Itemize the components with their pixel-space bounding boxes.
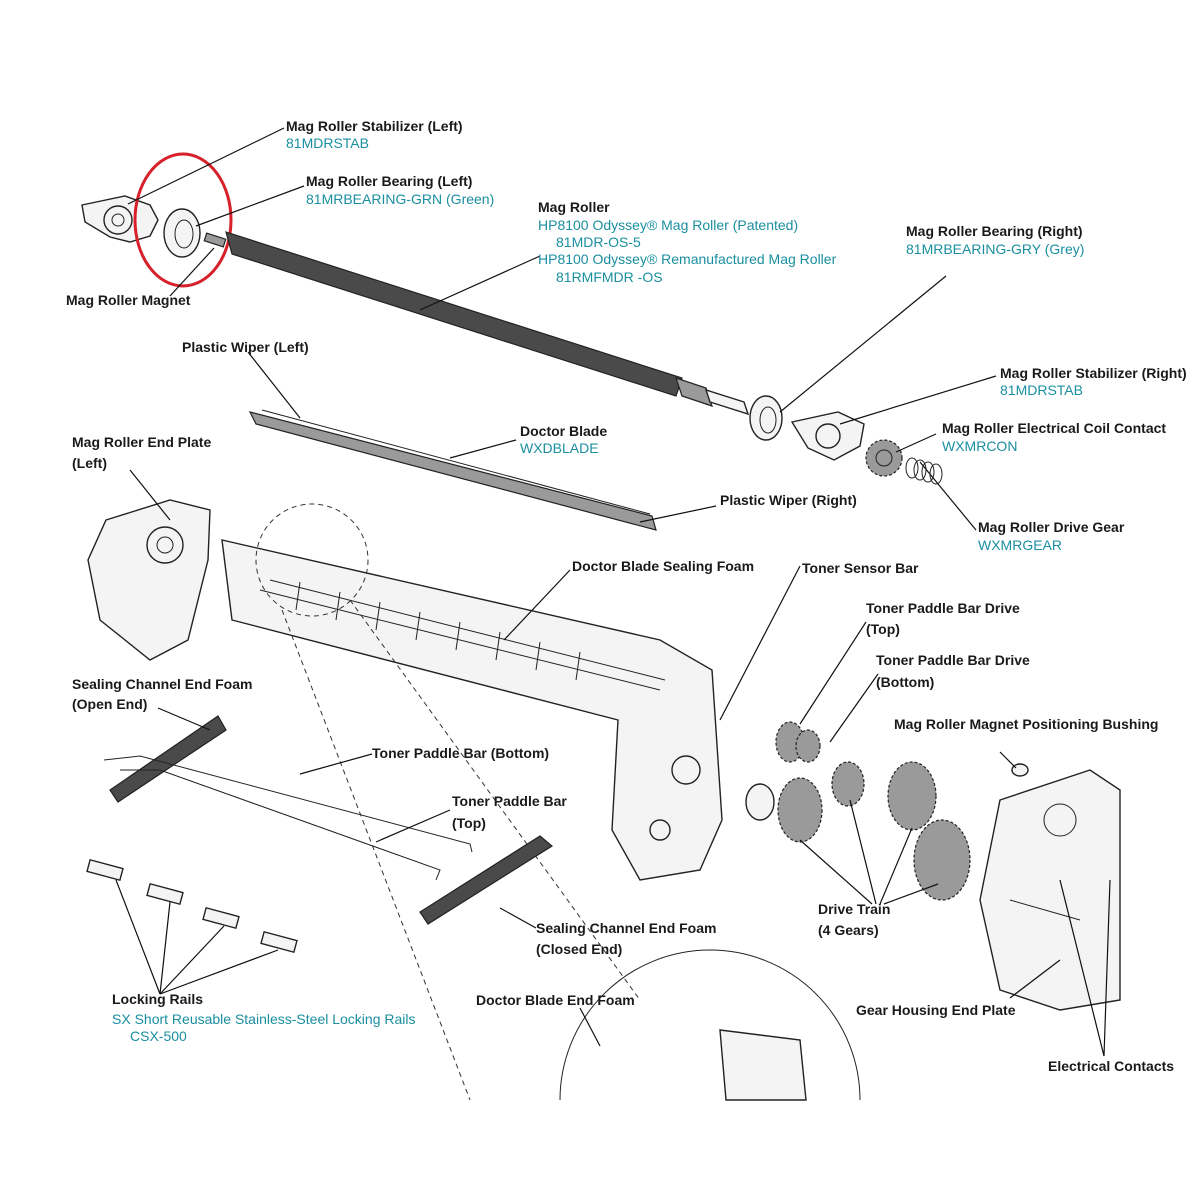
label-stabilizer-right: Mag Roller Stabilizer (Right) (1000, 365, 1187, 381)
sealing-channel-foam-open (109, 715, 227, 803)
leader-lines (115, 127, 1111, 1057)
locking-rails (86, 858, 298, 954)
label-end-plate-left-2: (Left) (72, 455, 107, 471)
pn-stabilizer-right: 81MDRSTAB (1000, 382, 1083, 398)
label-drive-gear: Mag Roller Drive Gear (978, 519, 1125, 535)
label-mag-roller: Mag Roller (538, 199, 610, 215)
label-toner-sensor: Toner Sensor Bar (802, 560, 919, 576)
end-foam-block (719, 1029, 807, 1101)
pn-drive-gear: WXMRGEAR (978, 537, 1062, 553)
label-channel-closed-1: Sealing Channel End Foam (536, 920, 716, 936)
doctor-blade (248, 409, 657, 531)
label-bearing-left: Mag Roller Bearing (Left) (306, 173, 472, 189)
mag-roller-end-plate-left (87, 499, 211, 661)
mag-roller-stabilizer-left (81, 195, 159, 243)
label-drive-train-1: Drive Train (818, 901, 890, 917)
gear-housing-end-plate (979, 769, 1121, 1011)
label-doctor-end-foam: Doctor Blade End Foam (476, 992, 635, 1008)
label-end-plate-left-1: Mag Roller End Plate (72, 434, 211, 450)
pn-mag-roller-2: HP8100 Odyssey® Remanufactured Mag Rolle… (538, 251, 837, 267)
part-labels: Mag Roller Stabilizer (Left) 81MDRSTAB M… (66, 118, 1187, 1074)
highlight-circle (133, 152, 233, 288)
mag-roller-stabilizer-right (790, 411, 865, 461)
label-gear-housing: Gear Housing End Plate (856, 1002, 1016, 1018)
label-positioning-bushing: Mag Roller Magnet Positioning Bushing (894, 716, 1158, 732)
label-wiper-left: Plastic Wiper (Left) (182, 339, 309, 355)
label-sealing-foam: Doctor Blade Sealing Foam (572, 558, 754, 574)
label-locking-rails: Locking Rails (112, 991, 203, 1007)
pn-mag-roller-1: HP8100 Odyssey® Mag Roller (Patented) (538, 217, 798, 233)
label-paddle-drive-bot-1: Toner Paddle Bar Drive (876, 652, 1030, 668)
sealing-channel-foam-closed (419, 835, 554, 925)
mag-roller-bearing-right (749, 395, 783, 441)
label-magnet: Mag Roller Magnet (66, 292, 191, 308)
pn-mag-roller-2b: 81RMFMDR -OS (556, 269, 663, 285)
label-paddle-top-1: Toner Paddle Bar (452, 793, 567, 809)
toner-paddle-bars (103, 755, 473, 881)
pn-coil-contact: WXMRCON (942, 438, 1017, 454)
pn-locking-rails-2: CSX-500 (130, 1028, 187, 1044)
pn-locking-rails: SX Short Reusable Stainless-Steel Lockin… (112, 1011, 416, 1027)
toner-paddle-drive-gears (775, 721, 821, 763)
drive-train-gears (745, 761, 971, 901)
label-doctor-blade: Doctor Blade (520, 423, 607, 439)
label-channel-closed-2: (Closed End) (536, 941, 622, 957)
label-drive-train-2: (4 Gears) (818, 922, 879, 938)
pn-bearing-right: 81MRBEARING-GRY (Grey) (906, 241, 1084, 257)
label-paddle-drive-top-1: Toner Paddle Bar Drive (866, 600, 1020, 616)
label-electrical-contacts: Electrical Contacts (1048, 1058, 1174, 1074)
positioning-bushing (1011, 763, 1029, 777)
label-paddle-bottom: Toner Paddle Bar (Bottom) (372, 745, 549, 761)
label-coil-contact: Mag Roller Electrical Coil Contact (942, 420, 1166, 436)
pn-doctor-blade: WXDBLADE (520, 440, 599, 456)
label-paddle-drive-bot-2: (Bottom) (876, 674, 934, 690)
mag-roller-bearing-left (163, 208, 201, 258)
label-channel-open-2: (Open End) (72, 696, 147, 712)
mag-roller-drive-gear (865, 439, 903, 477)
label-stabilizer-left: Mag Roller Stabilizer (Left) (286, 118, 463, 134)
label-wiper-right: Plastic Wiper (Right) (720, 492, 857, 508)
label-bearing-right: Mag Roller Bearing (Right) (906, 223, 1083, 239)
pn-bearing-left: 81MRBEARING-GRN (Green) (306, 191, 494, 207)
mag-roller (203, 231, 750, 416)
pn-mag-roller-1b: 81MDR-OS-5 (556, 234, 641, 250)
mag-roller-coil-contact (905, 457, 943, 485)
doctor-blade-end-foam-detail (559, 949, 861, 1101)
label-paddle-top-2: (Top) (452, 815, 486, 831)
label-paddle-drive-top-2: (Top) (866, 621, 900, 637)
pn-stabilizer-left: 81MDRSTAB (286, 135, 369, 151)
toner-hopper-body (221, 503, 723, 881)
label-channel-open-1: Sealing Channel End Foam (72, 676, 252, 692)
